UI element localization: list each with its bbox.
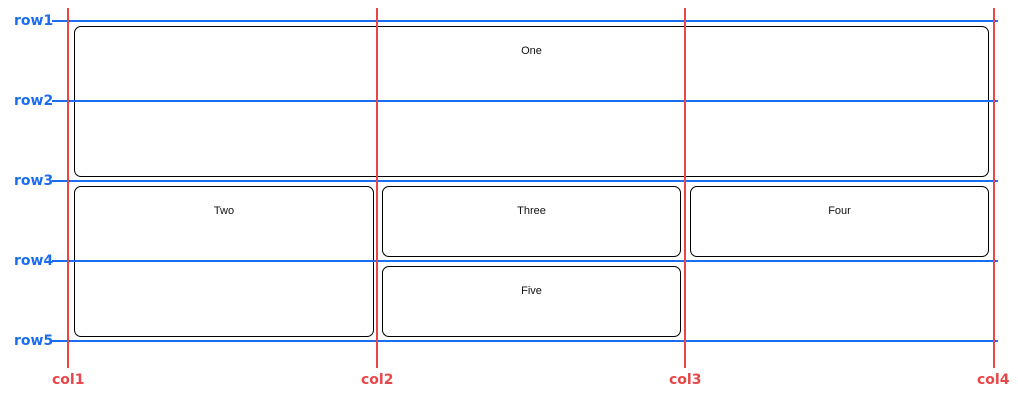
col-line-2 (376, 8, 378, 368)
grid-item-label: Two (213, 205, 235, 217)
col-label-3: col3 (669, 372, 702, 388)
row-label-2: row2 (14, 93, 54, 109)
row-label-5: row5 (14, 333, 54, 349)
col-line-3 (684, 8, 686, 368)
col-label-4: col4 (977, 372, 1010, 388)
grid-item-three: Three (382, 186, 681, 257)
row-line-3 (52, 180, 998, 182)
grid-item-four: Four (690, 186, 989, 257)
row-line-2 (52, 100, 998, 102)
col-label-2: col2 (361, 372, 394, 388)
row-label-4: row4 (14, 253, 54, 269)
grid-item-five: Five (382, 266, 681, 337)
grid-item-label: One (521, 45, 542, 57)
col-line-1 (67, 8, 69, 368)
col-label-1: col1 (52, 372, 85, 388)
col-line-4 (993, 8, 995, 368)
row-line-5 (52, 340, 998, 342)
grid-item-label: Three (517, 205, 546, 217)
row-line-4 (52, 260, 998, 262)
row-label-1: row1 (14, 13, 54, 29)
grid-item-label: Five (521, 285, 542, 297)
grid-item-label: Four (828, 205, 851, 217)
row-label-3: row3 (14, 173, 54, 189)
row-line-1 (52, 20, 998, 22)
